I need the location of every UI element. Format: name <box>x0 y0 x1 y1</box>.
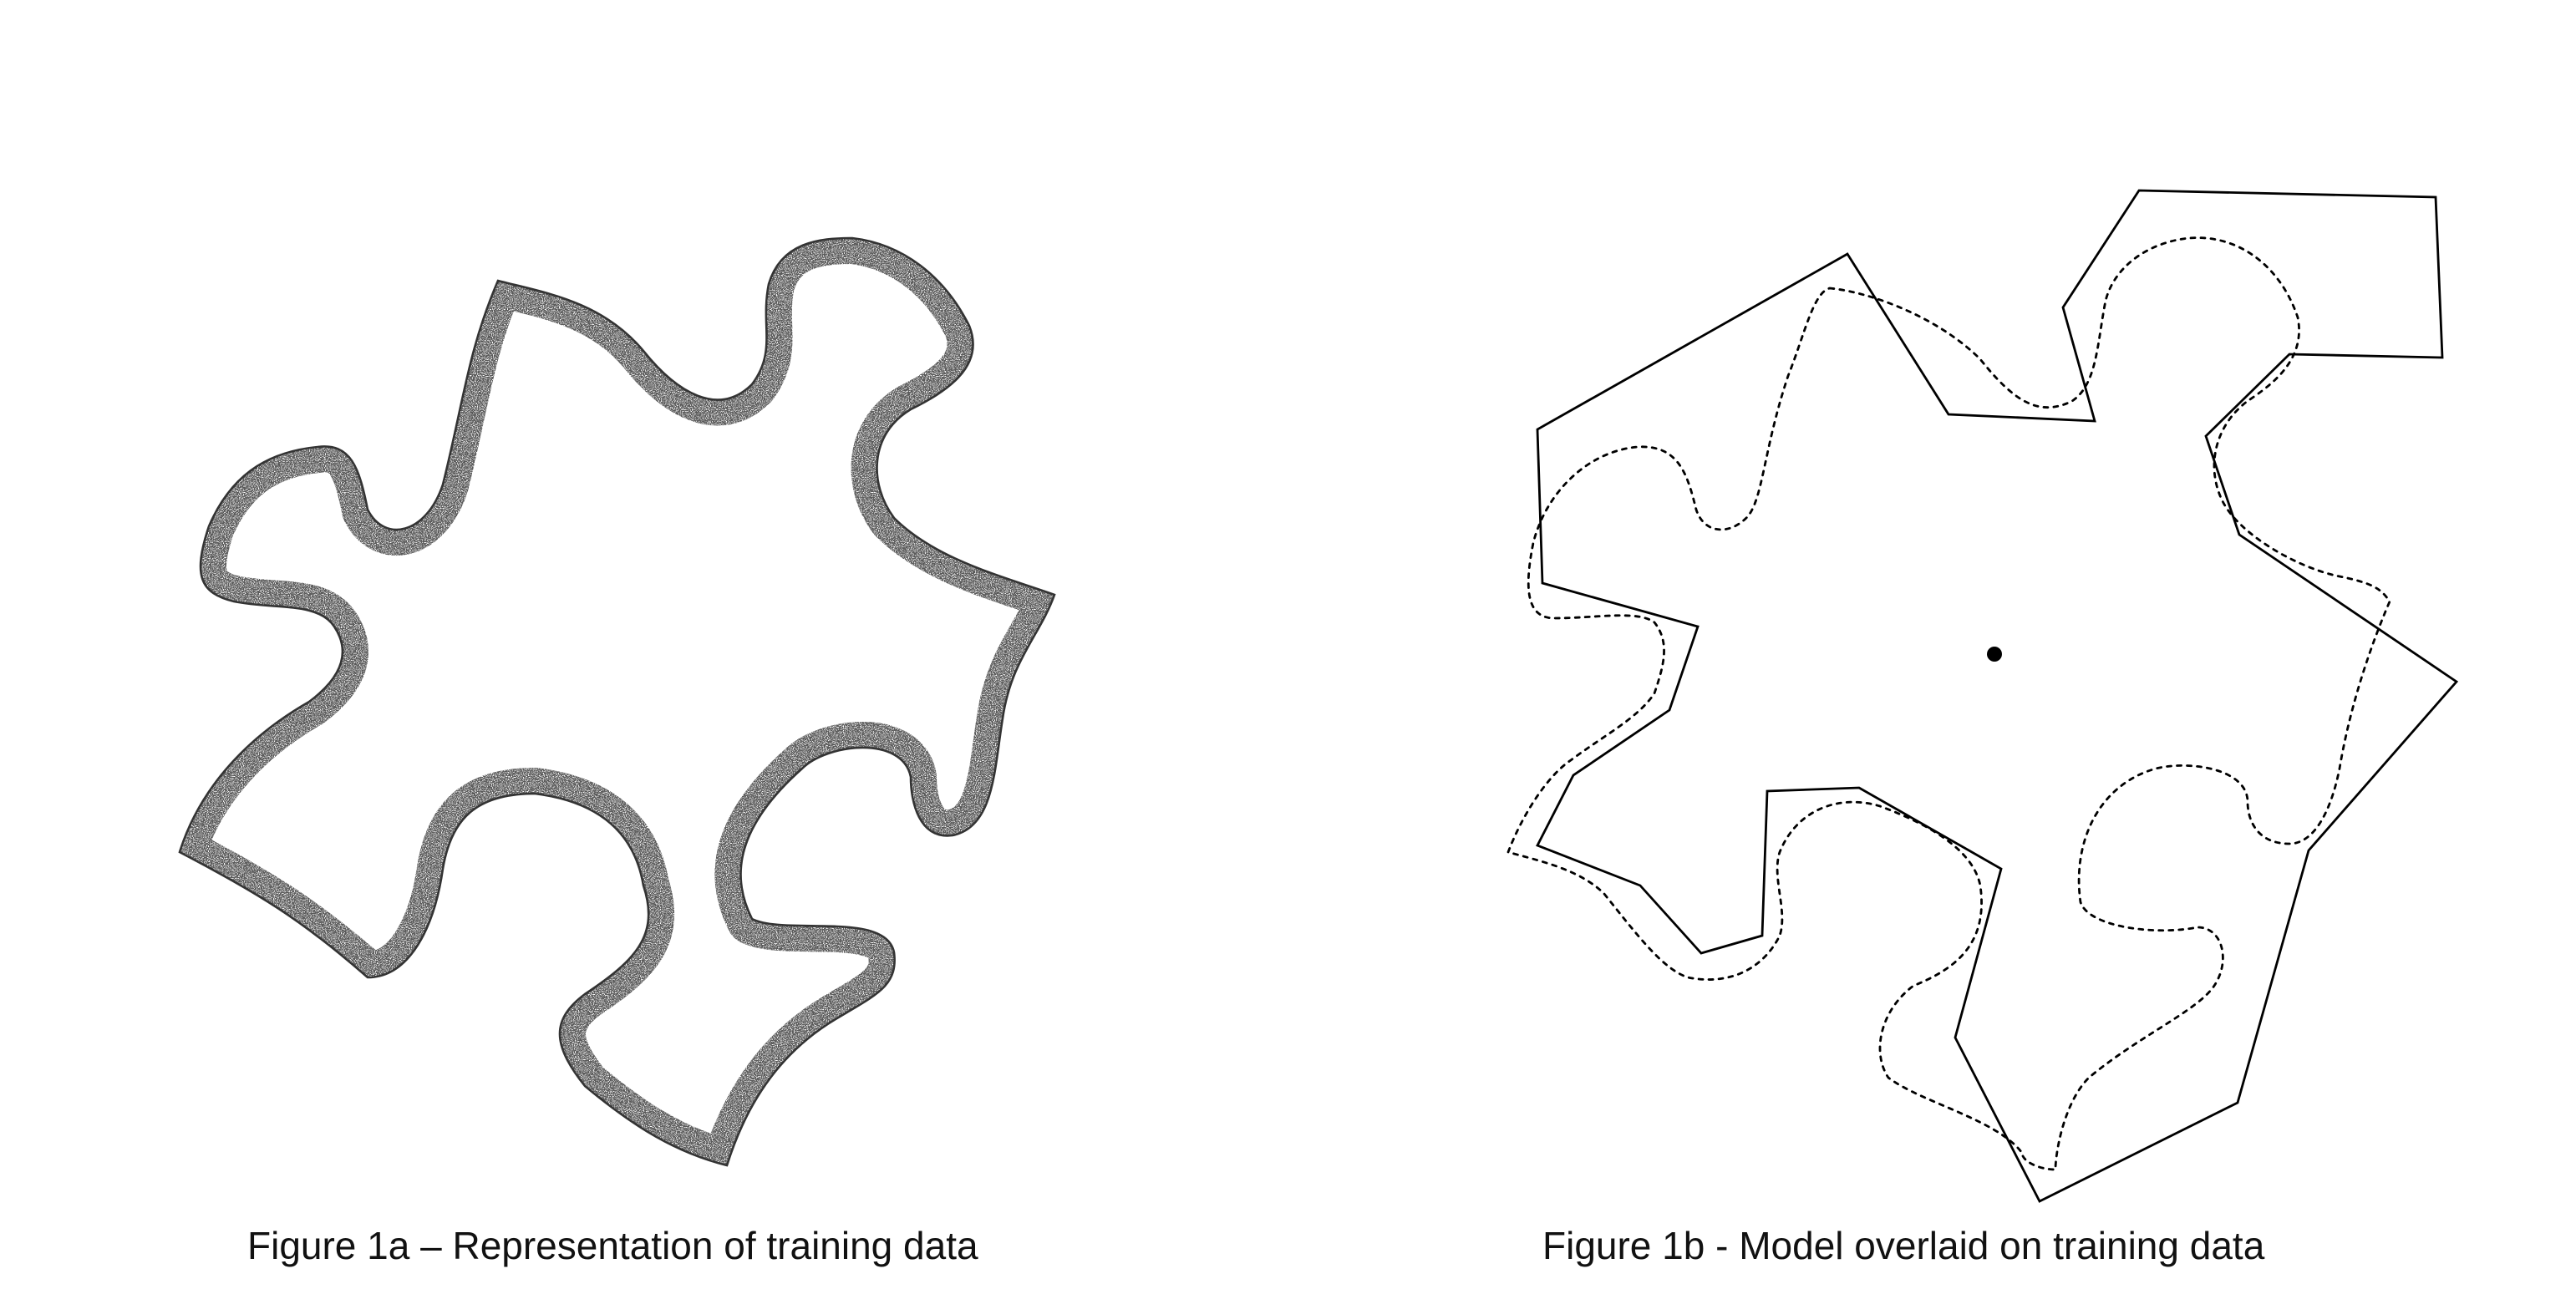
figure-1a-caption: Figure 1a – Representation of training d… <box>247 1224 978 1267</box>
training-data-outline <box>178 236 1056 1167</box>
figure-1a-training-data <box>178 236 1056 1167</box>
model-polygon <box>1536 189 2459 1203</box>
figure-1b-caption: Figure 1b - Model overlaid on training d… <box>1542 1224 2265 1267</box>
training-data-dotted-outline <box>1506 236 2391 1171</box>
figure-1b-model-overlay <box>1506 189 2459 1203</box>
centroid-dot <box>1987 647 2002 662</box>
